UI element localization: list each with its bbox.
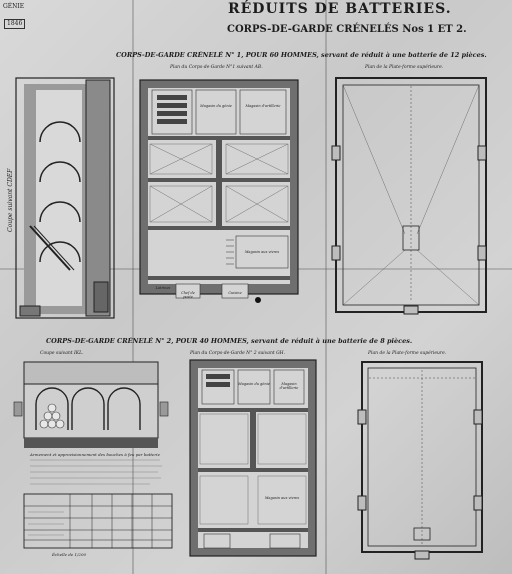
room-label: Chef de poste	[181, 291, 195, 299]
cut-2-caption: Coupe suivant IKL.	[40, 351, 84, 356]
scale-note: Échelle de 1/200	[52, 552, 87, 557]
room-label: Magasin d'artillerie	[245, 104, 281, 108]
corps-label: GÉNIE	[3, 3, 25, 10]
page-subtitle: CORPS-DE-GARDE CRÉNELÉS Nos 1 ET 2.	[227, 24, 467, 35]
room-label: Magasin du génie	[200, 104, 232, 108]
room-label: Magasin aux vivres	[244, 250, 280, 254]
paper-fold	[325, 0, 327, 574]
room-label: Cuisine	[228, 291, 242, 295]
platform-1-caption: Plan de la Plate-forme supérieure.	[365, 65, 444, 70]
year-stamp: 1846	[4, 19, 26, 29]
room-label: Latrines	[155, 286, 171, 290]
page-title: RÉDUITS DE BATTERIES.	[228, 1, 452, 17]
room-label: Magasin aux vivres	[264, 496, 300, 500]
platform-2-caption: Plan de la Plate-forme supérieure.	[368, 351, 447, 356]
section-1-heading: CORPS-DE-GARDE CRÉNELÉ N° 1, POUR 60 HOM…	[116, 51, 487, 59]
plan-2-caption: Plan du Corps-de-Garde N° 2 suivant GH.	[190, 351, 286, 356]
room-label: Magasin d'artillerie	[279, 382, 299, 390]
platform-1-drawing	[331, 77, 487, 315]
armament-table	[23, 459, 173, 549]
plan-gh-drawing	[189, 359, 317, 557]
plan-ab-drawing	[139, 79, 299, 303]
cut-ikl-drawing	[13, 361, 169, 448]
platform-2-drawing	[357, 361, 483, 560]
room-label: Magasin du génie	[238, 382, 270, 386]
paper-fold	[132, 0, 134, 574]
section-2-heading: CORPS-DE-GARDE CRÉNELÉ N° 2, POUR 40 HOM…	[46, 337, 413, 345]
table-heading: Armement et approvisionnement des bouche…	[30, 452, 160, 457]
plan-1-caption: Plan du Corps-de-Garde N°1 suivant AB.	[170, 65, 263, 70]
cut-cdef-drawing	[15, 77, 115, 319]
